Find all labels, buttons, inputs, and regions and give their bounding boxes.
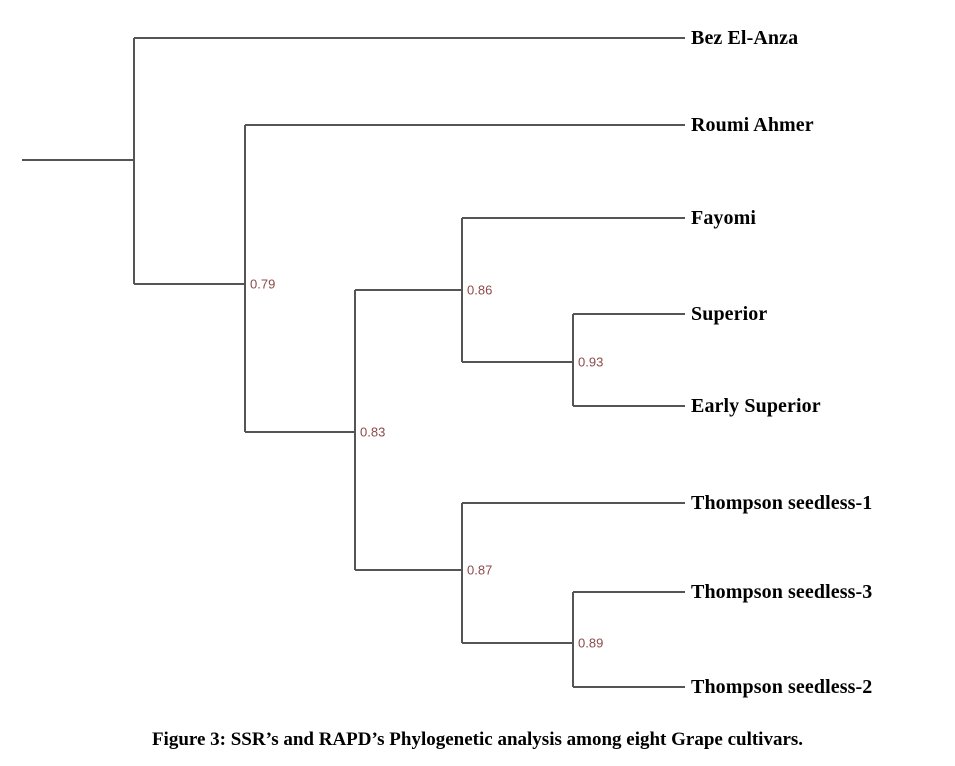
support-value-0-83: 0.83	[360, 424, 386, 440]
tip-label-superior: Superior	[691, 303, 768, 325]
support-value-0-87: 0.87	[467, 562, 493, 578]
tree-branch-group	[22, 36, 685, 689]
support-value-0-86: 0.86	[467, 282, 493, 298]
tree-diagram	[22, 36, 685, 689]
support-value-0-93: 0.93	[578, 354, 604, 370]
tip-label-thompson-seedless-1: Thompson seedless-1	[691, 492, 873, 514]
tip-label-roumi-ahmer: Roumi Ahmer	[691, 114, 814, 136]
tip-label-thompson-seedless-2: Thompson seedless-2	[691, 676, 873, 698]
support-value-0-79: 0.79	[250, 276, 276, 292]
tip-label-early-superior: Early Superior	[691, 395, 821, 417]
support-value-0-89: 0.89	[578, 635, 604, 651]
tip-label-bez-el-anza: Bez El-Anza	[691, 27, 799, 49]
figure-caption: Figure 3: SSR’s and RAPD’s Phylogenetic …	[151, 729, 804, 750]
tip-label-thompson-seedless-3: Thompson seedless-3	[691, 581, 873, 603]
tip-label-fayomi: Fayomi	[691, 207, 757, 229]
